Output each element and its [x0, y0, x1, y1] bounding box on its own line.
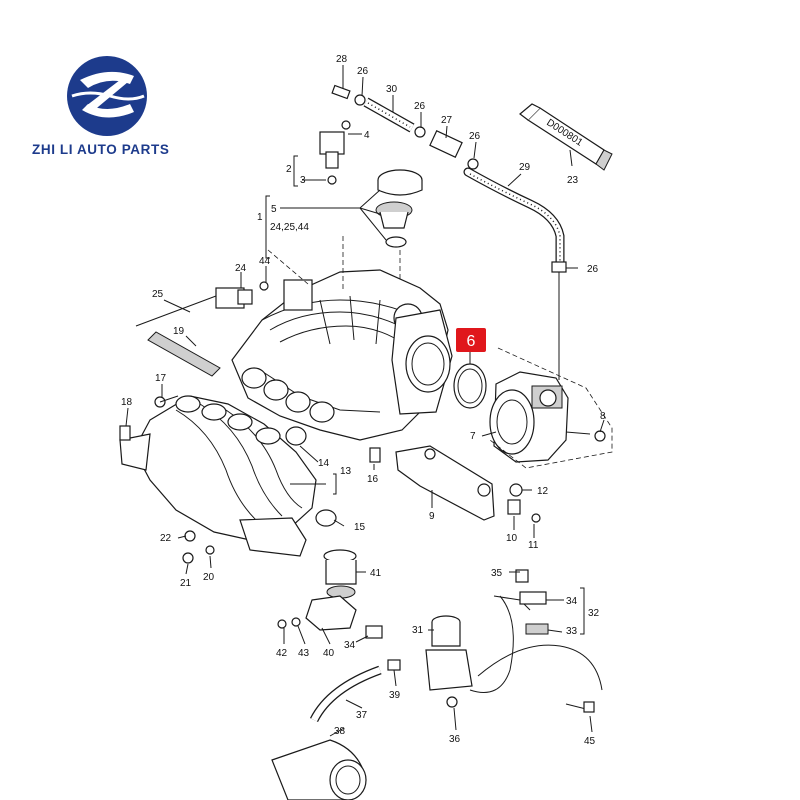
callout-23: 23: [567, 175, 579, 186]
top-hose-line: [331, 84, 479, 170]
actuator-24: [135, 281, 269, 327]
callout-38: 38: [334, 726, 346, 737]
callout-35: 35: [491, 568, 503, 579]
callout-15: 15: [354, 522, 366, 533]
callout-9: 9: [429, 511, 435, 522]
callout-45: 45: [584, 736, 596, 747]
callout-20: 20: [203, 572, 215, 583]
bracket-9: [395, 445, 541, 523]
callout-16: 16: [367, 474, 379, 485]
callout-17: 17: [155, 373, 167, 384]
pressure-sensor: [319, 120, 351, 185]
sealant-tube: D000801: [519, 103, 613, 171]
callout-24-25-44: 24,25,44: [270, 222, 309, 233]
callout-7: 7: [470, 431, 476, 442]
callout-10: 10: [506, 533, 518, 544]
brand-logo: [67, 56, 147, 136]
callout-26-b: 26: [414, 101, 426, 112]
callout-11: 11: [528, 540, 539, 551]
callout-21: 21: [180, 578, 192, 589]
callout-3: 3: [300, 175, 306, 186]
callout-4: 4: [364, 130, 370, 141]
oil-cap-assembly: [375, 169, 423, 310]
callout-41: 41: [370, 568, 382, 579]
callout-19: 19: [173, 326, 185, 337]
intake-manifold-lower: [119, 395, 337, 557]
callout-28: 28: [336, 54, 348, 65]
solenoid-40: [277, 595, 383, 639]
callout-30: 30: [386, 84, 398, 95]
callout-14: 14: [318, 458, 330, 469]
throttle-body: [489, 347, 613, 469]
callout-8: 8: [600, 411, 606, 422]
highlight-badge: 6: [456, 328, 486, 352]
callout-26-c: 26: [469, 131, 481, 142]
callout-24: 24: [235, 263, 247, 274]
brand-name: ZHI LI AUTO PARTS: [32, 142, 170, 157]
callout-26-d: 26: [587, 264, 599, 275]
callout-27: 27: [441, 115, 453, 126]
callout-22: 22: [160, 533, 172, 544]
callout-36: 36: [449, 734, 461, 745]
callout-5: 5: [271, 204, 277, 215]
callout-25: 25: [152, 289, 164, 300]
callout-42: 42: [276, 648, 288, 659]
callout-29: 29: [519, 162, 531, 173]
callout-44: 44: [259, 256, 271, 267]
callout-32: 32: [588, 608, 600, 619]
callout-31: 31: [412, 625, 424, 636]
callout-1: 1: [257, 212, 263, 223]
callout-2: 2: [286, 164, 292, 175]
highlight-label: 6: [467, 333, 476, 350]
callout-12: 12: [537, 486, 549, 497]
callout-39: 39: [389, 690, 401, 701]
callout-43: 43: [298, 648, 310, 659]
callout-34-a: 34: [566, 596, 578, 607]
gasket-6: [453, 350, 487, 409]
leader-lines: [125, 65, 605, 737]
seal-strip-19: [147, 331, 221, 377]
egr-valve: [425, 569, 603, 713]
intake-manifold-upper: [231, 269, 453, 441]
valve-41: [323, 549, 357, 599]
bolts: [119, 395, 381, 564]
callout-18: 18: [121, 397, 133, 408]
pipe-38: [271, 739, 367, 800]
callout-labels: 28 26 30 26 27 26 4 2 3 5 1 24,25,44 29 …: [121, 54, 606, 747]
callout-34-b: 34: [344, 640, 356, 651]
callout-13: 13: [340, 466, 352, 477]
vacuum-hose: [463, 167, 567, 380]
callout-37: 37: [356, 710, 368, 721]
callout-26-a: 26: [357, 66, 369, 77]
hose-37: [309, 659, 401, 723]
callout-40: 40: [323, 648, 335, 659]
callout-33: 33: [566, 626, 578, 637]
